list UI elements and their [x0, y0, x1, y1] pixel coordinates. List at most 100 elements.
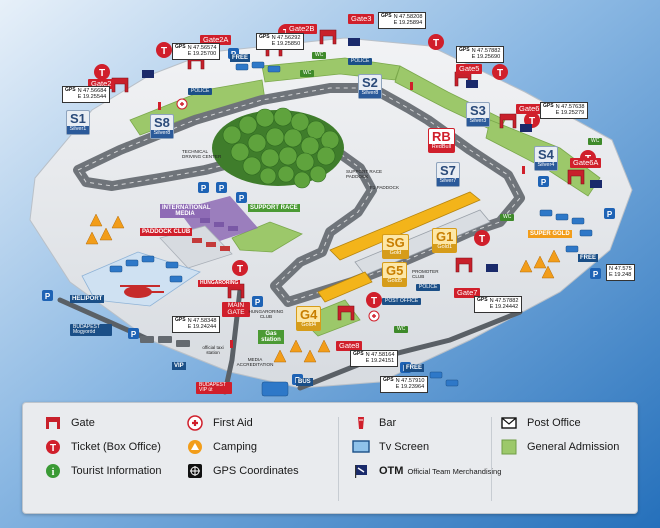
svg-text:T: T — [99, 68, 105, 79]
paddock-club-label: PADDOCK CLUB — [140, 228, 193, 236]
wc-label: WC — [300, 70, 315, 77]
forest — [212, 107, 344, 189]
svg-text:P: P — [131, 330, 137, 339]
gate-label: Gate6A — [570, 158, 602, 168]
svg-text:T: T — [50, 443, 56, 454]
ticket-icon: T — [43, 438, 63, 456]
svg-text:T: T — [371, 296, 377, 307]
svg-text:P: P — [607, 210, 613, 219]
heliport-label: HELIPORT — [70, 295, 105, 303]
legend-camping-label: Camping — [213, 441, 258, 453]
gate-label: Gate8 — [336, 341, 363, 351]
otm-flag-icon — [351, 462, 371, 480]
map-legend: Gate T Ticket (Box Office) i Tourist Inf… — [22, 402, 638, 514]
post-office-label: POST OFFICE — [382, 298, 422, 305]
gate-label: Gate5 — [456, 64, 483, 74]
svg-text:P: P — [255, 298, 261, 307]
legend-general-admission-label: General Admission — [527, 441, 620, 453]
hungaroring-club-label: HUNGARORING CLUB — [248, 309, 284, 319]
legend-bar-label: Bar — [379, 417, 397, 429]
legend-otm: OTM Official Team Merchandising — [351, 459, 501, 483]
legend-bar: Bar — [351, 411, 501, 435]
gate-label: MAIN GATE — [222, 302, 250, 317]
media-accreditation-label: MEDIA ACCREDITATION — [236, 357, 274, 367]
budapest-vip-sign: BUDAPEST VIP út — [196, 382, 232, 394]
first-aid-icons — [176, 98, 380, 322]
legend-otm-sublabel: Official Team Merchandising — [407, 466, 502, 476]
free-parking-label: FREE — [578, 254, 599, 262]
gate-icon — [43, 414, 63, 432]
svg-text:T: T — [161, 46, 167, 57]
legend-gps: GPS Coordinates — [185, 459, 299, 483]
svg-text:T: T — [479, 234, 485, 245]
legend-tourist-info-label: Tourist Information — [71, 465, 162, 477]
vip-cars — [140, 336, 190, 347]
otm-flags — [142, 38, 602, 272]
svg-text:P: P — [219, 184, 225, 193]
tv-screen-icon — [351, 438, 371, 456]
support-race-paddock-label: SUPPORT RACE PADDOCK — [346, 169, 383, 179]
svg-text:T: T — [529, 116, 535, 127]
legend-divider — [338, 417, 339, 501]
gate-label: Gate2 — [88, 79, 115, 89]
legend-ticket-label: Ticket (Box Office) — [71, 441, 161, 453]
legend-post-office-label: Post Office — [527, 417, 581, 429]
free-parking-label: FREE — [404, 364, 425, 372]
legend-divider — [491, 417, 492, 501]
svg-text:P: P — [541, 178, 547, 187]
legend-general-admission: General Admission — [499, 435, 619, 459]
legend-gps-label: GPS Coordinates — [213, 465, 299, 477]
legend-camping: Camping — [185, 435, 299, 459]
wc-label: WC — [500, 214, 515, 221]
camping-tents — [85, 213, 561, 363]
bus-label: BUS — [296, 378, 313, 386]
parking-cars — [109, 61, 593, 397]
gas-station-label: Gas station — [258, 330, 284, 344]
free-parking-label: FREE — [230, 54, 251, 62]
vip-label: VIP — [172, 362, 186, 370]
legend-column-3: Bar Tv Screen OTM Official Team Merchand… — [351, 411, 501, 483]
legend-column-1: Gate T Ticket (Box Office) i Tourist Inf… — [43, 411, 161, 483]
post-office-icon — [499, 414, 519, 432]
paddock-cars — [192, 238, 230, 251]
general-admission-swatch — [499, 438, 519, 456]
first-aid-icon — [185, 414, 205, 432]
svg-text:T: T — [433, 38, 439, 49]
gps-icon — [185, 462, 205, 480]
f1-paddock-label: F1 PADDOCK — [370, 185, 400, 190]
bar-icons — [158, 82, 525, 348]
media-cars — [200, 218, 238, 231]
legend-ticket: T Ticket (Box Office) — [43, 435, 161, 459]
gate-label: Gate7 — [454, 288, 481, 298]
hungaroring-label: HUNGARORING — [198, 280, 241, 287]
legend-tourist-info: i Tourist Information — [43, 459, 161, 483]
legend-otm-label: OTM — [379, 465, 404, 477]
svg-text:T: T — [497, 68, 503, 79]
legend-tv-label: Tv Screen — [379, 441, 430, 453]
svg-text:P: P — [593, 270, 599, 279]
wc-label: WC — [394, 326, 409, 333]
gate-label: Gate2B — [286, 24, 318, 34]
legend-tv: Tv Screen — [351, 435, 501, 459]
legend-first-aid-label: First Aid — [213, 417, 253, 429]
camping-icon — [185, 438, 205, 456]
